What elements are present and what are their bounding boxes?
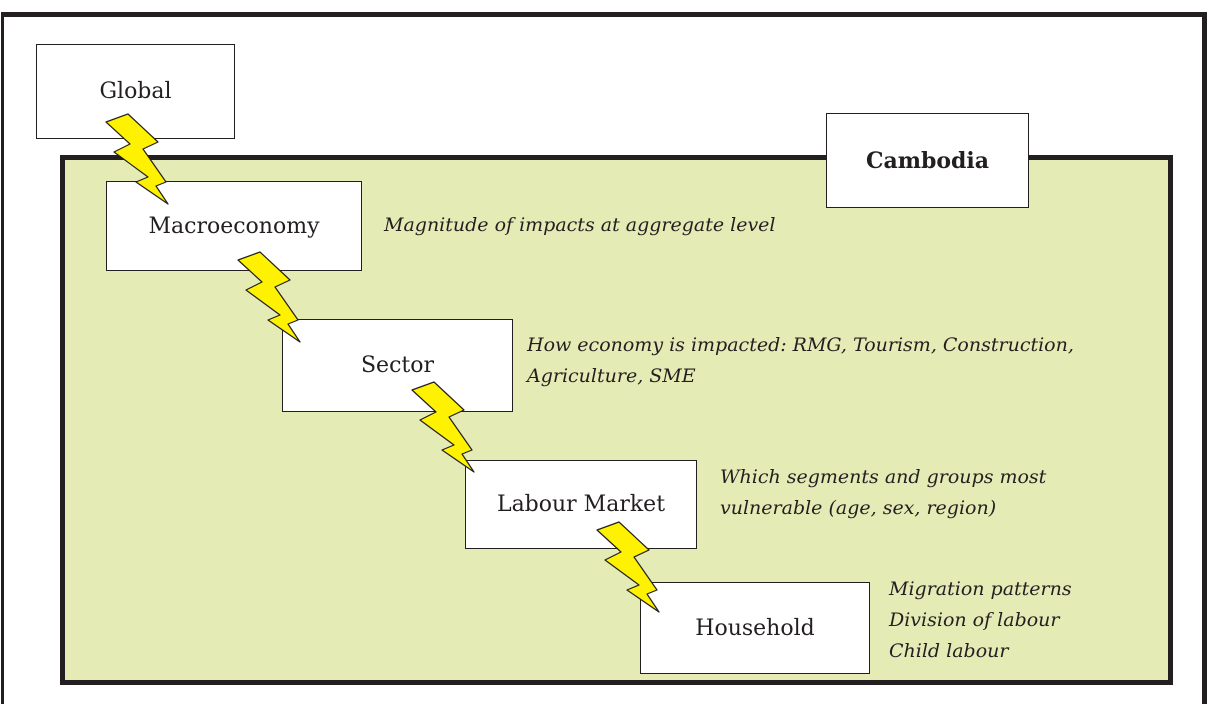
note-sector-line: How economy is impacted: RMG, Tourism, C… bbox=[527, 334, 1074, 356]
country-label-box: Cambodia bbox=[826, 113, 1029, 208]
note-macroeconomy: Magnitude of impacts at aggregate level bbox=[384, 210, 776, 241]
level-labour-market-box: Labour Market bbox=[465, 460, 697, 549]
level-sector-box: Sector bbox=[282, 319, 513, 412]
note-labour-market: Which segments and groups most vulnerabl… bbox=[720, 462, 1046, 524]
note-household: Migration patterns Division of labour Ch… bbox=[889, 574, 1072, 667]
level-macroeconomy-box: Macroeconomy bbox=[106, 181, 362, 271]
note-labour-market-line: vulnerable (age, sex, region) bbox=[720, 497, 997, 519]
level-household-box: Household bbox=[640, 582, 870, 674]
note-sector: How economy is impacted: RMG, Tourism, C… bbox=[527, 330, 1074, 392]
note-household-line: Division of labour bbox=[889, 609, 1060, 631]
outer-frame bbox=[1, 12, 1207, 704]
note-sector-line: Agriculture, SME bbox=[527, 365, 696, 387]
note-household-line: Migration patterns bbox=[889, 578, 1072, 600]
level-global-box: Global bbox=[36, 44, 235, 139]
note-labour-market-line: Which segments and groups most bbox=[720, 466, 1047, 488]
note-household-line: Child labour bbox=[889, 640, 1009, 662]
note-macroeconomy-line: Magnitude of impacts at aggregate level bbox=[384, 214, 776, 236]
